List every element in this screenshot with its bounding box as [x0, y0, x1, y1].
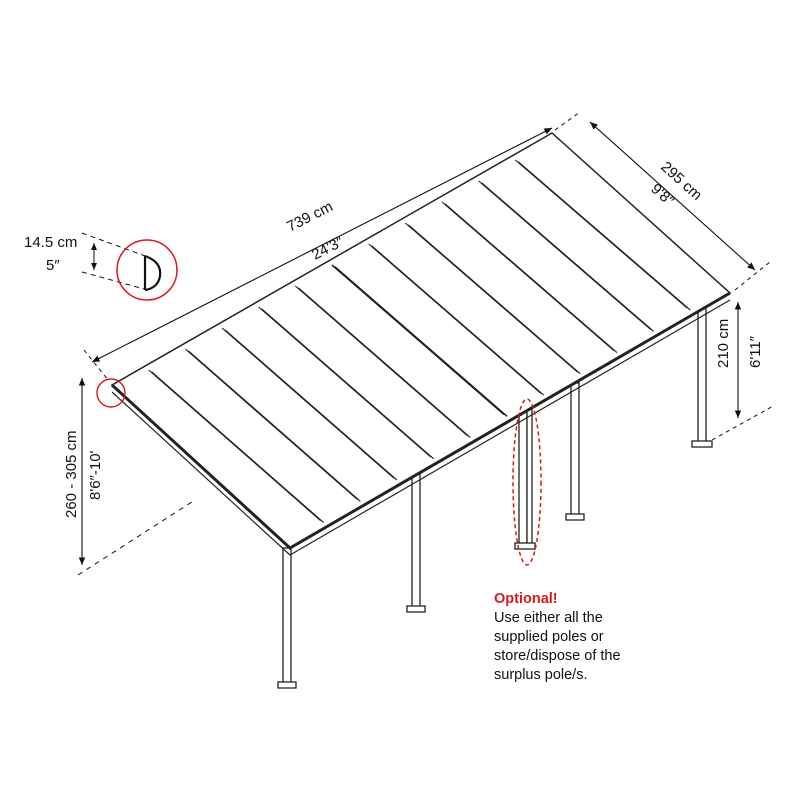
length-cm-label: 739 cm	[284, 198, 336, 235]
optional-note-line: Use either all the	[494, 610, 603, 626]
gutter-in-label: 5″	[46, 257, 60, 274]
optional-pole-highlight	[512, 398, 542, 566]
optional-note-line: surplus pole/s.	[494, 667, 588, 683]
post	[697, 299, 707, 444]
back-height-dimension: 210 cm 6'11″	[711, 302, 776, 441]
roof-bar	[148, 369, 322, 522]
front-height-ft-label: 8'6″-10'	[87, 450, 104, 500]
posts	[277, 299, 713, 689]
roof-bar	[187, 350, 361, 502]
roof-bar	[184, 348, 358, 500]
optional-note-line: supplied poles or	[494, 629, 604, 645]
gutter-detail-circle	[116, 239, 178, 301]
roof	[110, 132, 732, 556]
gutter-corner-circle	[96, 378, 126, 408]
post-base	[514, 542, 536, 550]
post-base	[277, 681, 297, 689]
roof-bar	[151, 371, 325, 523]
gutter-profile-icon	[143, 254, 162, 292]
optional-note-line: store/dispose of the	[494, 648, 621, 664]
post	[526, 404, 533, 546]
back-height-cm-label: 210 cm	[715, 319, 732, 368]
post-base	[565, 513, 585, 521]
front-height-dimension: 260 - 305 cm 8'6″-10'	[63, 378, 196, 576]
optional-note: Optional! Use either all the supplied po…	[494, 590, 621, 685]
post	[411, 469, 421, 609]
post	[282, 547, 292, 685]
back-height-ft-label: 6'11″	[747, 335, 764, 368]
post-base	[691, 440, 713, 448]
gutter-detail: 14.5 cm 5″	[24, 232, 178, 408]
optional-note-title: Optional!	[494, 591, 558, 607]
post	[570, 382, 580, 517]
post-base	[406, 605, 426, 613]
front-height-cm-label: 260 - 305 cm	[63, 430, 80, 518]
post	[518, 404, 528, 546]
gutter-cm-label: 14.5 cm	[24, 234, 77, 251]
